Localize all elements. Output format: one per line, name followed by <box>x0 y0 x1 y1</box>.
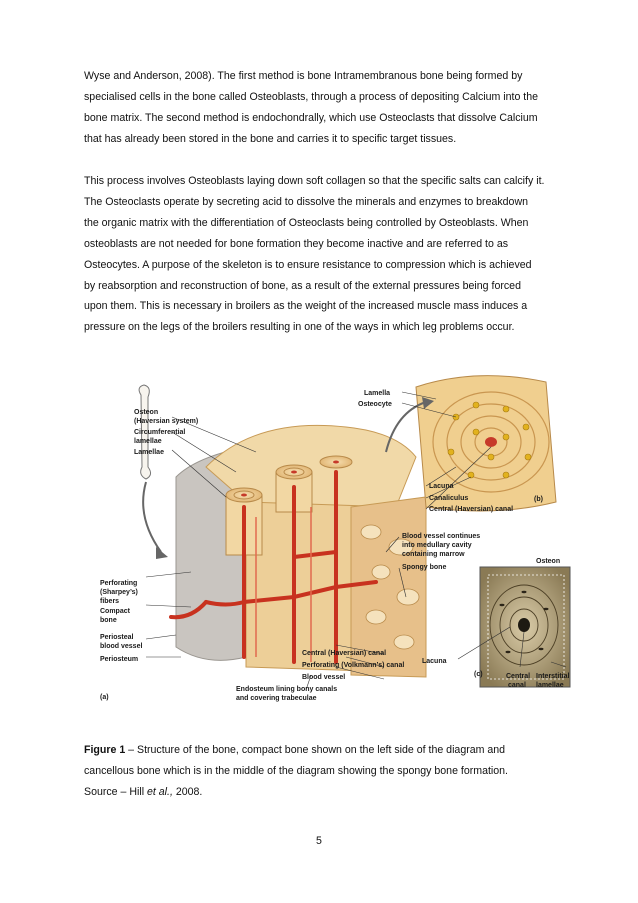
micrograph-panel <box>479 566 571 688</box>
label-canal-c: canal <box>508 682 526 689</box>
label-lamellae-c: lamellae <box>536 682 564 689</box>
label-bv-continues-1: Blood vessel continues <box>402 533 480 540</box>
paragraph-1: Wyse and Anderson, 2008). The first meth… <box>84 66 560 150</box>
caption-line-1: Figure 1 – Structure of the bone, compac… <box>84 740 560 761</box>
label-blood-vessel-a: Blood vessel <box>302 674 345 681</box>
text-line: bone matrix. The second method is endoch… <box>84 111 538 124</box>
caption-text: – Structure of the bone, compact bone sh… <box>125 744 506 756</box>
source-italic: et al., <box>147 785 173 798</box>
label-panel-b: (b) <box>534 496 543 503</box>
label-periosteal: Periosteal <box>100 634 134 641</box>
label-osteon-c: Osteon <box>536 558 560 565</box>
label-canaliculus: Canaliculus <box>429 495 468 502</box>
label-osteocyte: Osteocyte <box>358 401 392 408</box>
label-lamella: Lamella <box>364 390 390 397</box>
page-number: 5 <box>316 835 322 847</box>
bone-structure-figure: Osteon (Haversian system) Circumferentia… <box>100 375 571 702</box>
text-line: that has already been stored in the bone… <box>84 132 457 145</box>
label-circumferential: Circumferential <box>134 429 185 436</box>
text-line: The Osteoclasts operate by secreting aci… <box>84 195 528 208</box>
text-line: pressure on the legs of the broilers res… <box>84 321 515 334</box>
text-line: by reabsorption and reconstruction of bo… <box>84 279 521 292</box>
label-central-canal-a: Central (Haversian) canal <box>302 650 386 657</box>
label-panel-c: (c) <box>474 671 483 678</box>
leader-lines <box>145 391 567 691</box>
text-line: osteoblasts are not needed for bone form… <box>84 237 509 250</box>
text-line: upon them. This is necessary in broilers… <box>84 300 528 313</box>
compact-bone-block <box>169 424 427 678</box>
arrow-head-icon <box>422 397 434 409</box>
paragraph-2: This process involves Osteoblasts laying… <box>84 171 560 338</box>
label-sharpeys: (Sharpey’s) <box>100 589 138 596</box>
label-panel-a: (a) <box>100 694 109 701</box>
label-lacuna: Lacuna <box>429 483 454 490</box>
osteon-detail-inset <box>385 375 557 512</box>
label-periosteum: Periosteum <box>100 656 138 663</box>
arrow-icon <box>385 401 427 453</box>
text-line: Osteocytes. A purpose of the skeleton is… <box>84 258 532 271</box>
caption-source: Source – Hill et al., 2008. <box>84 782 560 803</box>
label-blood-vessel: blood vessel <box>100 643 142 650</box>
label-bv-continues-2: into medullary cavity <box>402 542 472 549</box>
text-line: This process involves Osteoblasts laying… <box>84 175 545 187</box>
label-lamellae-2: Lamellae <box>134 449 164 456</box>
label-central-canal-b: Central (Haversian) canal <box>429 506 513 513</box>
arrow-head-icon <box>156 547 168 559</box>
label-perforating: Perforating <box>100 580 137 587</box>
label-bv-continues-3: containing marrow <box>402 551 465 558</box>
arrow-icon <box>142 481 162 553</box>
label-fibers: fibers <box>100 598 119 605</box>
source-suffix: 2008. <box>172 785 203 798</box>
label-interstitial: Interstitial <box>536 673 570 680</box>
caption-line-2: cancellous bone which is in the middle o… <box>84 764 509 777</box>
label-bone: bone <box>100 617 117 624</box>
label-osteon: Osteon <box>134 409 158 416</box>
text-line: the organic matrix with the differentiat… <box>84 216 529 229</box>
femur-icon <box>138 384 152 480</box>
label-endosteum-2: and covering trabeculae <box>236 695 317 702</box>
label-spongy-bone: Spongy bone <box>402 564 446 571</box>
text-line: specialised cells in the bone called Ost… <box>84 90 539 103</box>
label-compact: Compact <box>100 608 131 615</box>
label-lacuna-c: Lacuna <box>422 658 447 665</box>
caption-label: Figure 1 <box>84 744 126 756</box>
label-haversian-system: (Haversian system) <box>134 418 198 425</box>
label-endosteum-1: Endosteum lining bony canals <box>236 686 337 693</box>
figure-caption: Figure 1 – Structure of the bone, compac… <box>84 740 560 803</box>
blood-vessels <box>169 470 378 664</box>
label-lamellae: lamellae <box>134 438 162 445</box>
label-central-c: Central <box>506 673 530 680</box>
text-line: Wyse and Anderson, 2008). The first meth… <box>84 70 523 82</box>
source-prefix: Source – Hill <box>84 785 147 798</box>
label-volkmann-canal: Perforating (Volkmann’s) canal <box>302 662 404 669</box>
